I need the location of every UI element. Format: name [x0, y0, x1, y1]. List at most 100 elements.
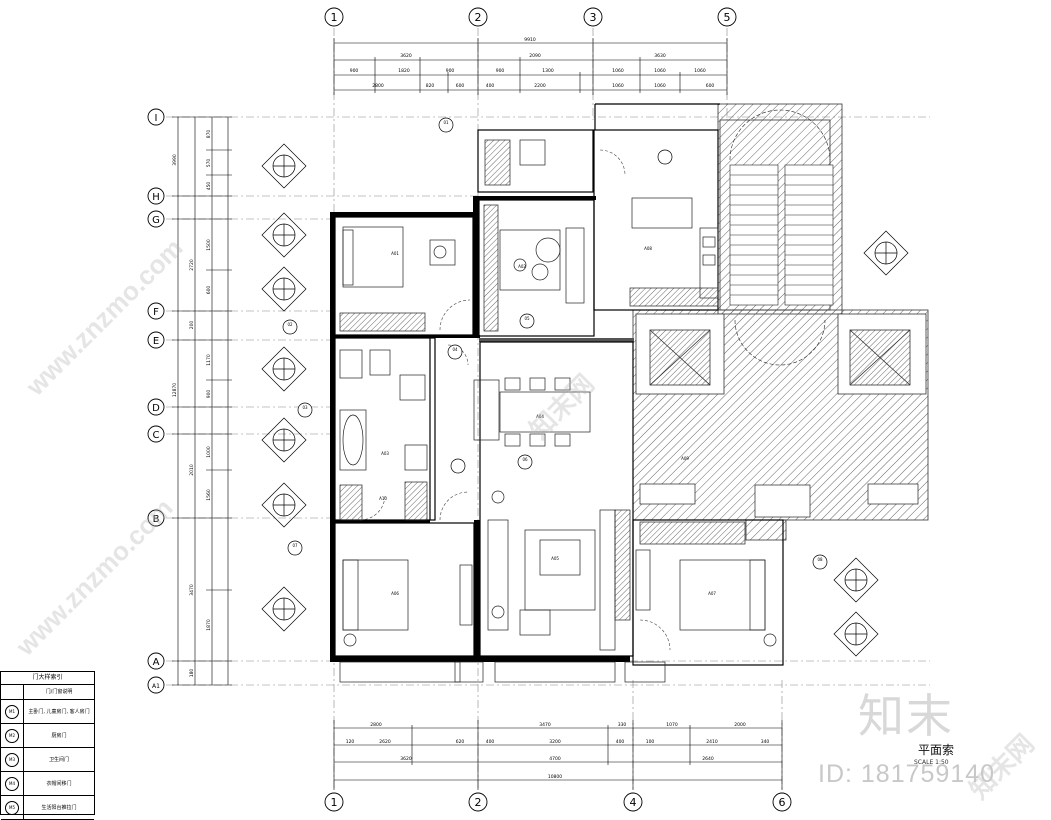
grid-label-left-C: C: [153, 430, 160, 441]
grid-label-bottom-2: 2: [475, 796, 482, 809]
legend-header: 门/门窗说明: [1, 685, 94, 700]
dim-left-mid-0: 2720: [189, 259, 195, 271]
dim-top-r2-5: 1060: [612, 68, 624, 74]
dim-top-r3-4: 2200: [534, 83, 546, 89]
grid-label-top-5: 5: [724, 11, 731, 24]
legend-row-text: 衣帽间移门: [46, 781, 72, 787]
dim-bot-r2-6: 100: [646, 739, 655, 745]
dim-left-in-4: 600: [206, 286, 212, 295]
dimensions-top: [334, 42, 727, 91]
dim-bot-total: 10800: [548, 774, 562, 780]
grid-label-bottom-6: 6: [779, 796, 786, 809]
grid-bubbles-bottom: [324, 792, 792, 812]
legend-symbol: M2: [5, 728, 19, 743]
index-mark-7: 07: [292, 543, 298, 548]
furniture: [339, 139, 919, 683]
room-label-4: A04: [536, 414, 544, 419]
dim-bot-r3-2: 2640: [702, 756, 714, 762]
dim-left-mid-4: 180: [189, 669, 195, 678]
dim-left-in-0: 870: [206, 130, 212, 139]
dim-left-in-8: 1560: [206, 489, 212, 501]
index-mark-4: 04: [452, 347, 458, 352]
dimension-ticks-top: [333, 38, 728, 95]
dim-top-r3-1: 820: [426, 83, 435, 89]
index-mark-6: 06: [522, 457, 528, 462]
grid-label-bottom-4: 4: [630, 796, 637, 809]
dim-bot-r2-5: 400: [616, 739, 625, 745]
dim-top-r2-6: 1060: [654, 68, 666, 74]
dim-top-r2-3: 900: [496, 68, 505, 74]
dim-top-r2-4: 1300: [542, 68, 554, 74]
dim-left-in-5: 1170: [206, 354, 212, 366]
grid-label-left-G: G: [152, 215, 160, 226]
dim-bot-r2-2: 620: [456, 739, 465, 745]
dim-left-mid-3: 3470: [189, 584, 195, 596]
dim-top-total: 9910: [524, 37, 536, 43]
dim-top-r1-1: 2090: [529, 53, 541, 59]
dim-bot-r2-0: 120: [346, 739, 355, 745]
dim-top-r3-5: 1060: [612, 83, 624, 89]
room-label-10: A10: [379, 496, 387, 501]
room-label-3: A03: [381, 451, 389, 456]
dim-top-r2-0: 900: [350, 68, 359, 74]
legend-row: M1 主卧门, 儿童房门, 客人房门: [1, 700, 94, 724]
dim-top-r2-7: 1060: [694, 68, 706, 74]
dim-bot-r1-3: 1070: [666, 722, 678, 728]
dim-left-outer-1: 12870: [172, 383, 178, 397]
dim-left-in-6: 900: [206, 390, 212, 399]
grid-label-top-1: 1: [331, 11, 338, 24]
grid-label-left-A: A: [153, 657, 160, 668]
grid-label-bottom-1: 1: [331, 796, 338, 809]
plan-title: 平面索: [918, 743, 955, 757]
dim-top-r1-0: 3620: [400, 53, 412, 59]
legend-row: M5 生活阳台推拉门: [1, 796, 94, 820]
watermark-logo: 知末: [858, 689, 954, 743]
legend-header-label: 门/门窗说明: [45, 689, 73, 695]
room-label-2: A02: [518, 264, 526, 269]
grid-label-left-D: D: [152, 403, 160, 414]
grid-label-top-2: 2: [475, 11, 482, 24]
dim-left-in-1: 570: [206, 159, 212, 168]
grid-label-left-B: B: [153, 514, 160, 525]
dim-bot-r1-0: 2800: [370, 722, 382, 728]
dim-bot-r2-4: 3200: [549, 739, 561, 745]
interior-walls: [334, 103, 784, 666]
index-mark-3: 03: [302, 405, 308, 410]
dim-bot-r2-7: 2410: [706, 739, 718, 745]
stair-core: [632, 103, 929, 541]
room-label-1: A01: [391, 251, 399, 256]
door-legend-table: 门大样索引 门/门窗说明 M1 主卧门, 儿童房门, 客人房门 M2 厨房门 M…: [0, 671, 95, 820]
room-label-5: A05: [551, 556, 559, 561]
dim-top-r3-3: 400: [486, 83, 495, 89]
legend-row: M2 厨房门: [1, 724, 94, 748]
dim-bot-r2-1: 2620: [379, 739, 391, 745]
legend-row: M3 卫生间门: [1, 748, 94, 772]
dim-bot-r3-1: 4700: [549, 756, 561, 762]
dimensions-left: [172, 116, 232, 686]
grid-bubbles-top: [324, 7, 737, 27]
dim-bot-r3-0: 3620: [400, 756, 412, 762]
grid-label-left-H: H: [152, 192, 160, 203]
dim-left-in-9: 1870: [206, 619, 212, 631]
dim-bot-r1-2: 330: [618, 722, 627, 728]
legend-symbol: M4: [5, 776, 19, 791]
dim-top-r2-1: 1820: [398, 68, 410, 74]
legend-symbol: M3: [5, 752, 19, 767]
dim-bot-r1-1: 3470: [539, 722, 551, 728]
grid-label-top-3: 3: [590, 11, 597, 24]
legend-row-text: 生活阳台推拉门: [41, 805, 77, 811]
legend-row: M4 衣帽间移门: [1, 772, 94, 796]
index-mark-5: 05: [524, 316, 530, 321]
room-label-6: A06: [391, 591, 399, 596]
dim-top-r3-7: 600: [706, 83, 715, 89]
dim-left-in-7: 1000: [206, 446, 212, 458]
room-label-8: A08: [644, 246, 652, 251]
stair-treads: [729, 109, 834, 366]
grid-label-left-E: E: [153, 336, 159, 347]
legend-title: 门大样索引: [1, 672, 94, 685]
legend-row-text: 主卧门, 儿童房门, 客人房门: [28, 709, 90, 715]
elevation-index-symbols: [261, 143, 909, 657]
dim-top-r3-0: 2800: [372, 83, 384, 89]
dim-top-r3-2: 600: [456, 83, 465, 89]
